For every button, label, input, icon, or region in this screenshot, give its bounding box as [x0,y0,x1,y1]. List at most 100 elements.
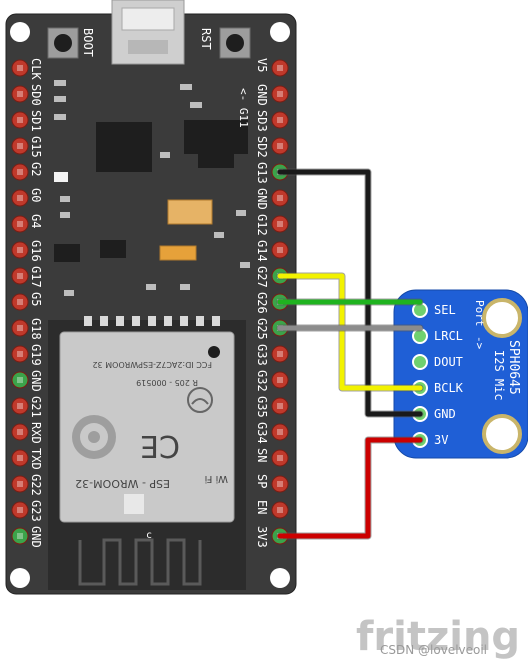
pin-right-sd3-2[interactable]: SD3 [255,110,289,132]
pin-right-sd2-3[interactable]: SD2 [255,136,289,158]
mount-hole-icon [482,298,522,338]
sensor-pin-label: SEL [434,303,456,317]
pin-left-g18-10[interactable]: G18 [11,318,43,340]
pin-left-g17-8[interactable]: G17 [11,266,43,288]
pin-label: G32 [255,370,269,392]
pin-left-clk-0[interactable]: CLK [11,58,43,80]
pin-label: G2 [29,162,43,176]
pin-right-v5-0[interactable]: V5 [255,58,289,77]
pin-label: G14 [255,240,269,262]
module-wifi-text: Wi Fi [205,473,228,484]
sensor-pin-label: DOUT [434,355,463,369]
pin-label: G34 [255,422,269,444]
sensor-pin-lrcl[interactable]: LRCL [412,328,463,344]
antenna-trace-icon [78,538,202,586]
pin-left-g0-5[interactable]: G0 [11,188,43,207]
pin-left-gnd-12[interactable]: GND [11,370,43,392]
rst-label: RST [199,28,213,50]
pin-right-sn-15[interactable]: SN [255,448,289,467]
sensor-pin-sel[interactable]: SEL [412,302,456,318]
chip-icon [96,122,152,172]
pin-label: SP [255,474,269,488]
sensor-pin-dout[interactable]: DOUT [412,354,463,370]
esp32-board: BOOT RST <- G11 [5,0,297,595]
pin-label: CLK [29,58,43,80]
sensor-pin-label: BCLK [434,381,464,395]
fritzing-brand: fritzing [356,614,520,660]
pin-right-g33-11[interactable]: G33 [255,344,289,366]
pin-left-rxd-14[interactable]: RXD [11,422,43,444]
sensor-pin-label: LRCL [434,329,463,343]
pin-label: G25 [255,318,269,340]
module-smd [124,494,144,514]
wifi-logo-icon [187,387,213,413]
pin-left-g4-6[interactable]: G4 [11,214,43,233]
pin-label: G18 [29,318,43,340]
module-pads [84,316,220,326]
pin-left-g19-11[interactable]: G19 [11,344,43,366]
pin-left-g15-3[interactable]: G15 [11,136,43,158]
pin-label: EN [255,500,269,514]
pin-label: G16 [29,240,43,262]
pin-right-g12-6[interactable]: G12 [255,214,289,236]
pin-label: GND [29,370,43,392]
pin-right-g32-12[interactable]: G32 [255,370,289,392]
pin-label: GND [255,188,269,210]
pin-label: G4 [29,214,43,228]
esp-wroom-module: FCC ID:2AC7Z-ESPWROOM 32 R 205 - 000519 … [48,316,246,590]
transistor-icon [54,244,80,262]
pin-label: G33 [255,344,269,366]
pin-right-sp-16[interactable]: SP [255,474,289,493]
pin-left-txd-15[interactable]: TXD [11,448,43,470]
pin-left-g21-13[interactable]: G21 [11,396,43,418]
pin-right-g14-7[interactable]: G14 [255,240,289,262]
pin-label: RXD [29,422,43,444]
pin-label: G0 [29,188,43,202]
pin-right-gnd-1[interactable]: GND [255,84,289,106]
boot-button[interactable] [47,27,79,59]
pin-label: 3V3 [255,526,269,548]
right-pin-header: V5GNDSD3SD2G13GNDG12G14G27G26G25G33G32G3… [255,58,289,548]
pin-right-en-17[interactable]: EN [255,500,289,519]
pin-right-g35-13[interactable]: G35 [255,396,289,418]
pin-right-3v3-18[interactable]: 3V3 [255,526,289,548]
mount-hole-icon [270,22,290,42]
bclk-wire[interactable] [276,272,424,392]
pin-right-g34-14[interactable]: G34 [255,422,289,444]
mount-hole-icon [10,22,30,42]
pin-label: G5 [29,292,43,306]
pin-label: SD2 [255,136,269,158]
capacitor-icon [159,245,197,261]
pin-left-g2-4[interactable]: G2 [11,162,43,181]
sensor-label: SPH0645 [506,340,521,395]
pin-left-g16-7[interactable]: G16 [11,240,43,262]
mount-hole-icon [10,568,30,588]
module-logo-icon [72,415,116,459]
gnd-wire[interactable] [276,168,424,418]
pin-right-gnd-5[interactable]: GND [255,188,289,210]
pin-label: G21 [29,396,43,418]
rst-button[interactable] [219,27,251,59]
power-wire[interactable] [276,436,424,540]
pin-left-sd1-2[interactable]: SD1 [11,110,43,132]
smd-components [54,80,250,296]
pin-left-sd0-1[interactable]: SD0 [11,84,43,106]
sensor-pin-label: GND [434,407,456,421]
pin-label: G23 [29,500,43,522]
pin-label: G17 [29,266,43,288]
pin-left-g23-17[interactable]: G23 [11,500,43,522]
boot-label: BOOT [81,28,95,57]
pin-label: G19 [29,344,43,366]
pin-left-g5-9[interactable]: G5 [11,292,43,311]
pin-label: GND [29,526,43,548]
module-ce-text: CE [140,428,180,463]
regulator-tab-icon [198,152,234,168]
pin-left-g22-16[interactable]: G22 [11,474,43,496]
pin-left-gnd-18[interactable]: GND [11,526,43,548]
pin-label: G26 [255,292,269,314]
module-reg-text: R 205 - 000519 [136,378,198,387]
pin-label: G35 [255,396,269,418]
sensor-sublabel: I2S Mic [492,350,506,401]
